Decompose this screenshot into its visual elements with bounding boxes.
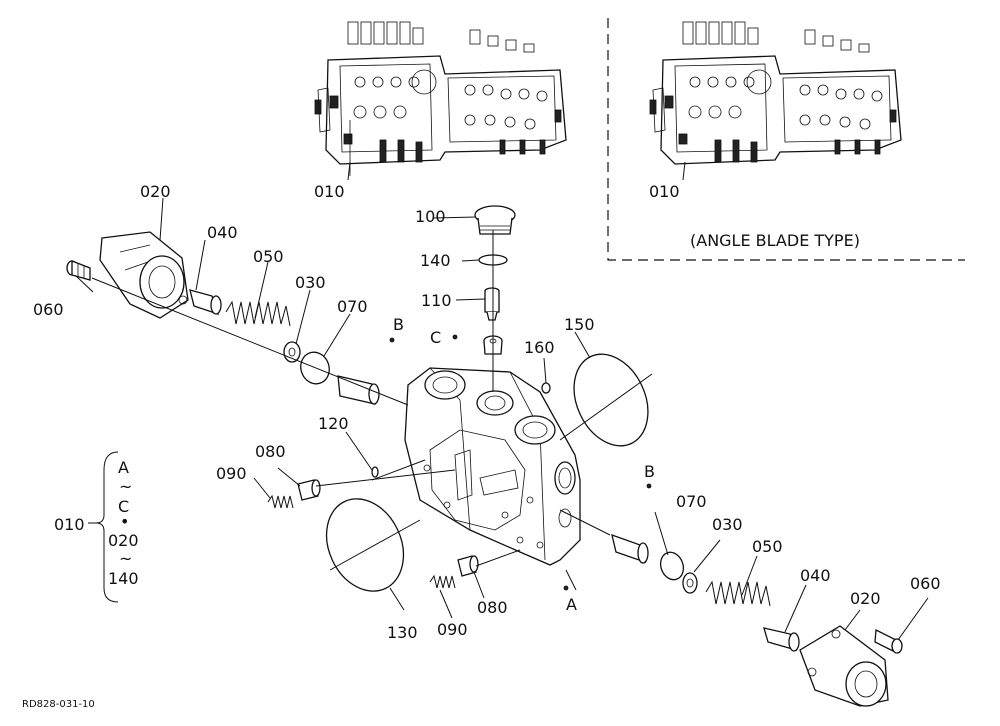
label-a: A (566, 595, 577, 614)
label-060-left: 060 (33, 300, 64, 319)
label-010-top-right: 010 (649, 182, 680, 201)
part-020-right-cap (799, 625, 889, 707)
part-020-left-cap (99, 231, 189, 319)
part-130-large-oring (325, 498, 405, 592)
part-080-left-poppet (297, 479, 321, 501)
part-110-piston (484, 287, 500, 321)
label-030-right: 030 (712, 515, 743, 534)
part-b-left-plug (337, 375, 380, 405)
legend-c: C (118, 497, 129, 516)
legend-020: 020 (108, 531, 139, 550)
label-070-left: 070 (337, 297, 368, 316)
part-040-left-spool (189, 289, 222, 316)
part-090-left-spring (267, 494, 294, 509)
legend-dot: • (120, 512, 129, 531)
label-020-right: 020 (850, 589, 881, 608)
reference-dots (389, 334, 652, 591)
label-130: 130 (387, 623, 418, 642)
legend-140: 140 (108, 569, 139, 588)
part-060-right-bolt (874, 628, 903, 654)
label-080-bottom: 080 (477, 598, 508, 617)
legend-010: 010 (54, 515, 85, 534)
label-120: 120 (318, 414, 349, 433)
label-030-left: 030 (295, 273, 326, 292)
part-050-right-spring (705, 580, 771, 607)
label-080-left: 080 (255, 442, 286, 461)
part-080-bottom-poppet (457, 555, 479, 577)
label-090-left: 090 (216, 464, 247, 483)
label-150: 150 (564, 315, 595, 334)
label-040-left: 040 (207, 223, 238, 242)
label-b-right: B (644, 462, 655, 481)
valve-assembly-angle-blade (649, 21, 902, 181)
legend-tilde-2: ~ (119, 549, 132, 568)
label-050-left: 050 (253, 247, 284, 266)
label-160: 160 (524, 338, 555, 357)
reference-code: RD828-031-10 (22, 699, 95, 710)
valve-body (404, 367, 581, 566)
label-020-left: 020 (140, 182, 171, 201)
label-090-bottom: 090 (437, 620, 468, 639)
part-030-right-washer (682, 572, 698, 594)
label-110: 110 (421, 291, 452, 310)
label-040-right: 040 (800, 566, 831, 585)
angle-blade-boundary (607, 18, 965, 261)
part-030-left-washer (283, 341, 301, 363)
label-050-right: 050 (752, 537, 783, 556)
legend-tilde-1: ~ (119, 477, 132, 496)
part-060-left-bolt (66, 260, 91, 281)
part-160-small-oring (541, 382, 551, 394)
part-040-right-spool (763, 627, 800, 652)
part-070-right-oring (659, 551, 685, 581)
label-140-top: 140 (420, 251, 451, 270)
part-120-small-oring (371, 466, 379, 478)
legend-a: A (118, 458, 129, 477)
label-070-right: 070 (676, 492, 707, 511)
label-c: C (430, 328, 441, 347)
label-100: 100 (415, 207, 446, 226)
valve-assembly-standard (314, 21, 567, 181)
label-060-right: 060 (910, 574, 941, 593)
part-090-bottom-spring (429, 574, 456, 589)
label-angle-blade-type: (ANGLE BLADE TYPE) (690, 231, 860, 250)
part-b-right-plug (611, 533, 649, 564)
part-150-large-oring (573, 353, 649, 447)
label-010-top-left: 010 (314, 182, 345, 201)
label-b-left: B (393, 315, 404, 334)
leader-lines (75, 197, 929, 641)
part-100-plug (474, 205, 516, 235)
